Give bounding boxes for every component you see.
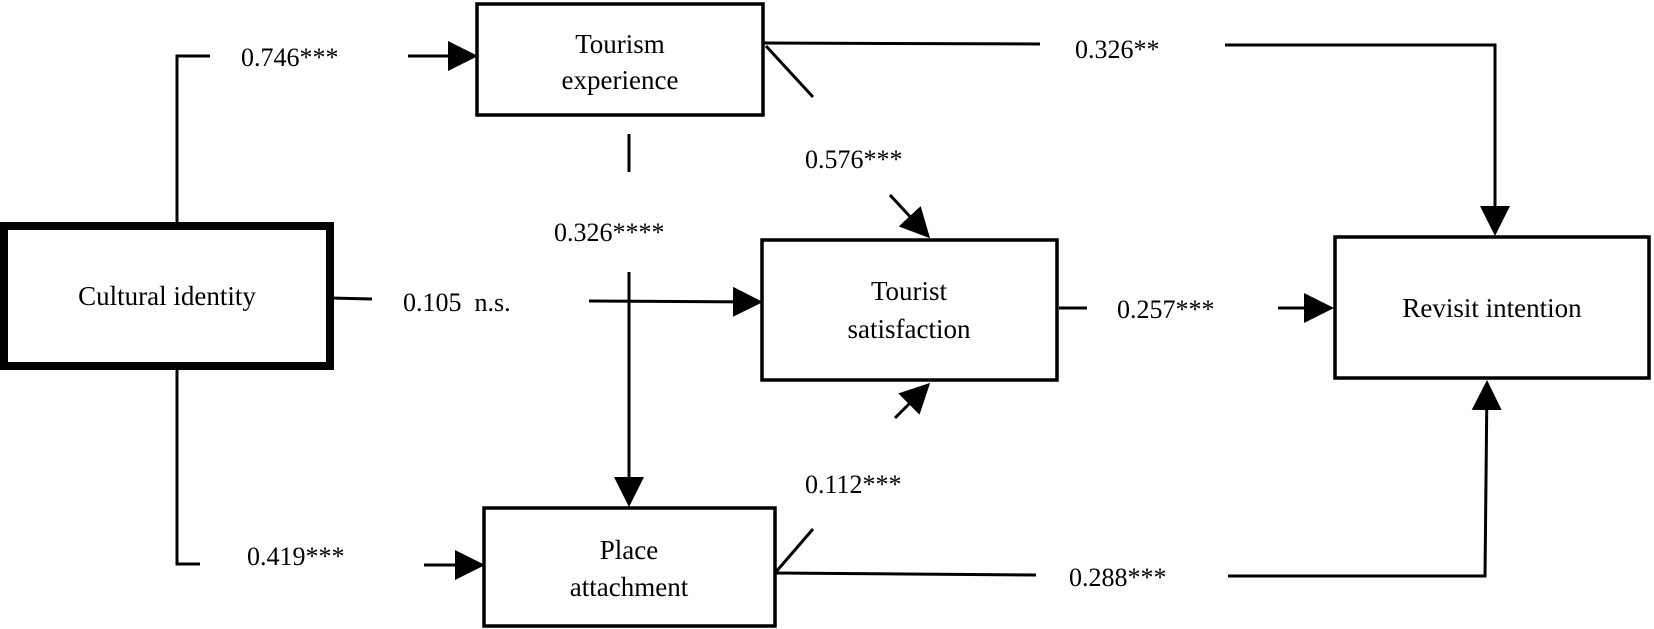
tourism-experience-box bbox=[475, 2, 765, 117]
place-attachment-label-line1: Place bbox=[600, 535, 658, 565]
edge-ci-to-ts bbox=[329, 286, 763, 317]
coef-ci-to-te: 0.746*** bbox=[241, 43, 339, 72]
cultural-identity-box bbox=[0, 222, 334, 370]
coef-pa-to-ts: 0.112*** bbox=[805, 470, 902, 499]
edge-ci-to-pa bbox=[175, 370, 485, 580]
cultural-identity-label: Cultural identity bbox=[78, 281, 256, 311]
revisit-intention-label: Revisit intention bbox=[1402, 293, 1582, 323]
coef-te-to-ts: 0.576*** bbox=[805, 145, 903, 174]
edge-ci-to-te bbox=[175, 41, 478, 222]
tourist-satisfaction-label-line1: Tourist bbox=[871, 276, 948, 306]
place-attachment-label-line2: attachment bbox=[570, 572, 689, 602]
coef-pa-to-ri: 0.288*** bbox=[1069, 563, 1167, 592]
coef-ci-to-ts: 0.105 n.s. bbox=[403, 288, 511, 317]
coef-te-to-ri: 0.326** bbox=[1075, 35, 1160, 64]
coef-ts-to-ri: 0.257*** bbox=[1117, 295, 1215, 324]
tourist-satisfaction-box bbox=[760, 238, 1059, 382]
edge-te-to-ts bbox=[764, 44, 931, 239]
edge-pa-to-ts bbox=[773, 382, 931, 574]
tourism-experience-label-line2: experience bbox=[562, 65, 679, 95]
tourist-satisfaction-label-line2: satisfaction bbox=[848, 314, 971, 344]
coef-ci-to-pa: 0.419*** bbox=[247, 542, 345, 571]
edge-pa-to-ri bbox=[774, 380, 1502, 578]
place-attachment-box bbox=[482, 506, 777, 628]
tourism-experience-label-line1: Tourism bbox=[575, 29, 665, 59]
revisit-intention-box bbox=[1333, 235, 1651, 380]
edge-te-to-ri bbox=[762, 41, 1510, 236]
coef-te-to-pa: 0.326**** bbox=[554, 218, 665, 247]
